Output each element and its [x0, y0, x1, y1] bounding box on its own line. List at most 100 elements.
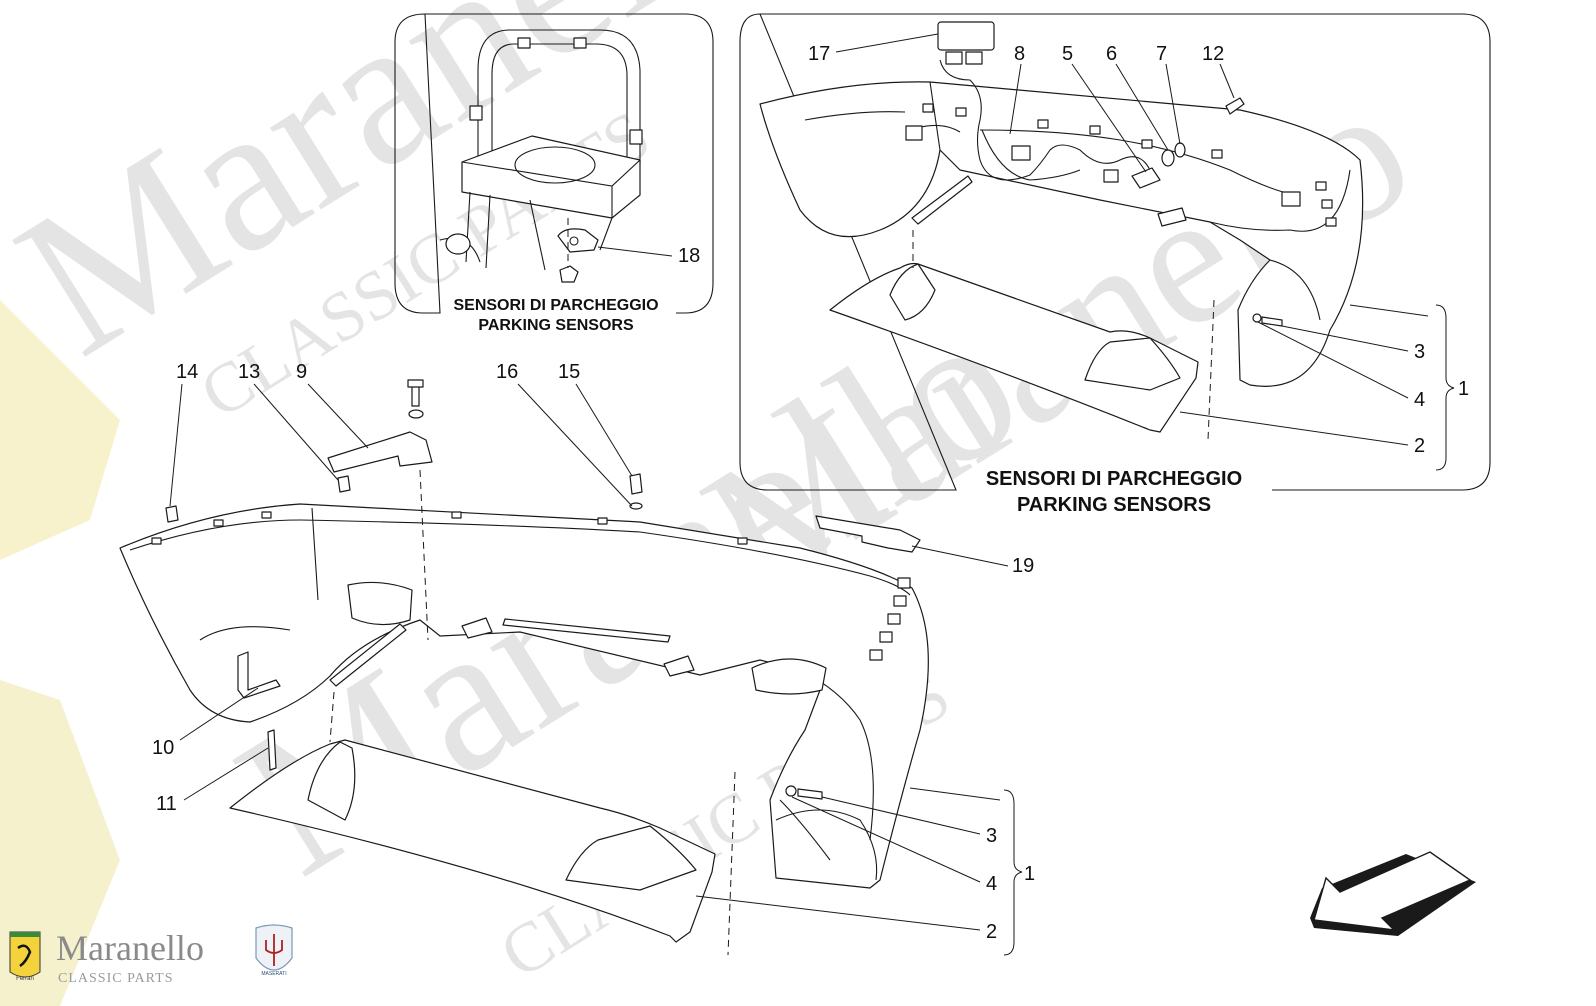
logo-sub: CLASSIC PARTS — [58, 971, 174, 986]
inset-clip-details — [922, 103, 1337, 227]
main-bracket-beam — [329, 623, 407, 687]
watermark-text-1: Maranello — [0, 0, 836, 399]
callout-17: 17 — [808, 43, 830, 65]
wiring-harness-2 — [981, 129, 1081, 181]
callout-11: 11 — [156, 793, 177, 815]
connector-4 — [1281, 191, 1301, 207]
part-18-nut — [559, 265, 579, 283]
hoop-clip-side-l — [469, 105, 483, 121]
brace-main-1 — [1003, 789, 1023, 956]
main-clip-left — [461, 617, 493, 639]
maserati-badge-text: MASERATI — [261, 971, 286, 977]
inset-large-caption-1: SENSORI DI PARCHEGGIO — [986, 468, 1242, 490]
main-bumper-inner-contour — [199, 626, 874, 861]
leader-6 — [1115, 63, 1169, 151]
connector-2 — [1011, 145, 1031, 161]
logo-brand: Maranello — [56, 928, 204, 968]
main-tow-opening-right — [751, 658, 827, 695]
inset-bumper-inner — [804, 81, 1351, 321]
ferrari-watermark-yellow-2 — [0, 680, 120, 1006]
main-assembly: 14 13 9 16 15 19 10 11 3 4 2 1 — [119, 361, 1035, 956]
inset-large-caption-2: PARKING SENSORS — [1017, 494, 1211, 516]
callout-inset-2: 2 — [1414, 435, 1425, 457]
inset-large-frame — [739, 13, 1491, 491]
part-17-plug-b — [965, 51, 983, 65]
leader-inset-2 — [1179, 411, 1409, 446]
part-12-screw — [1225, 97, 1245, 115]
callout-14: 14 — [176, 361, 198, 383]
part-19-cover — [815, 515, 921, 553]
leader-main-4 — [791, 796, 981, 883]
bracket-lower-body — [439, 191, 613, 271]
leader-7 — [1165, 63, 1181, 145]
brand-logo: Ferrari Maranello CLASSIC PARTS MASERATI — [9, 924, 293, 986]
main-axis-3 — [727, 771, 736, 956]
leader-12 — [1219, 63, 1235, 99]
leader-18 — [597, 246, 673, 257]
callout-10: 10 — [152, 737, 174, 759]
main-top-clips — [151, 511, 748, 545]
callout-8: 8 — [1014, 43, 1025, 65]
callout-main-4: 4 — [986, 873, 997, 895]
leader-main-1-top — [909, 787, 1001, 801]
callout-19: 19 — [1012, 555, 1034, 577]
part-9-washer — [408, 409, 424, 419]
main-undertray-duct-left — [307, 741, 356, 821]
sensor-bracket-plate — [461, 135, 641, 219]
maserati-trident-icon: MASERATI — [255, 924, 293, 977]
callout-12: 12 — [1202, 43, 1224, 65]
direction-arrow-icon — [1310, 851, 1476, 936]
main-tow-opening-left — [347, 581, 413, 626]
callout-inset-1: 1 — [1458, 378, 1469, 400]
leader-inset-1-top — [1349, 304, 1429, 317]
leader-19 — [911, 545, 1009, 567]
hoop-clip-left — [517, 37, 531, 49]
callout-5: 5 — [1062, 43, 1073, 65]
leader-11 — [183, 747, 269, 801]
main-center-strip — [502, 618, 671, 643]
part-16-washer — [629, 502, 643, 510]
leader-17 — [835, 33, 939, 53]
connector-1 — [905, 125, 923, 141]
part-10-bracket — [237, 651, 281, 699]
part-9-bracket — [327, 431, 433, 473]
brace-inset-1 — [1435, 304, 1455, 471]
callout-15: 15 — [558, 361, 580, 383]
main-washer-4 — [785, 785, 797, 797]
callout-main-3: 3 — [986, 825, 997, 847]
inset-washer-4 — [1252, 313, 1262, 323]
main-bumper-shell — [119, 503, 929, 889]
leader-8 — [1009, 63, 1022, 135]
leader-main-2 — [695, 895, 981, 931]
part-11-stud — [267, 729, 277, 771]
sensor-bracket-hoop — [477, 29, 641, 165]
part-17-control-unit — [937, 21, 995, 51]
leader-inset-4 — [1257, 321, 1409, 399]
connector-3 — [1103, 169, 1119, 183]
part-7-ring — [1174, 142, 1186, 158]
part-6-grommet — [1161, 149, 1175, 167]
callout-7: 7 — [1156, 43, 1167, 65]
callout-9: 9 — [296, 361, 307, 383]
part-17-plug-a — [945, 51, 963, 65]
main-wheel-arch — [775, 809, 878, 881]
inset-undertray-duct — [1084, 337, 1181, 391]
main-axis-1 — [419, 469, 429, 641]
main-clip-stack — [869, 577, 911, 661]
ferrari-badge-text: Ferrari — [16, 976, 34, 982]
main-clip-right — [663, 655, 695, 677]
main-axis-2 — [329, 691, 335, 743]
hoop-clip-right — [573, 37, 587, 49]
callout-6: 6 — [1106, 43, 1117, 65]
inset-bracket-beam — [911, 175, 973, 225]
callout-18: 18 — [678, 245, 700, 267]
part-13-screw — [337, 475, 351, 493]
part-9-bolt-head — [407, 379, 424, 388]
ferrari-badge-icon: Ferrari — [9, 931, 41, 982]
callout-16: 16 — [496, 361, 518, 383]
inset-small-caption-2: PARKING SENSORS — [478, 317, 634, 334]
inset-undertray-duct-l — [889, 263, 936, 321]
inset-large: SENSORI DI PARCHEGGIO PARKING SENSORS — [739, 13, 1491, 516]
callout-inset-3: 3 — [1414, 341, 1425, 363]
